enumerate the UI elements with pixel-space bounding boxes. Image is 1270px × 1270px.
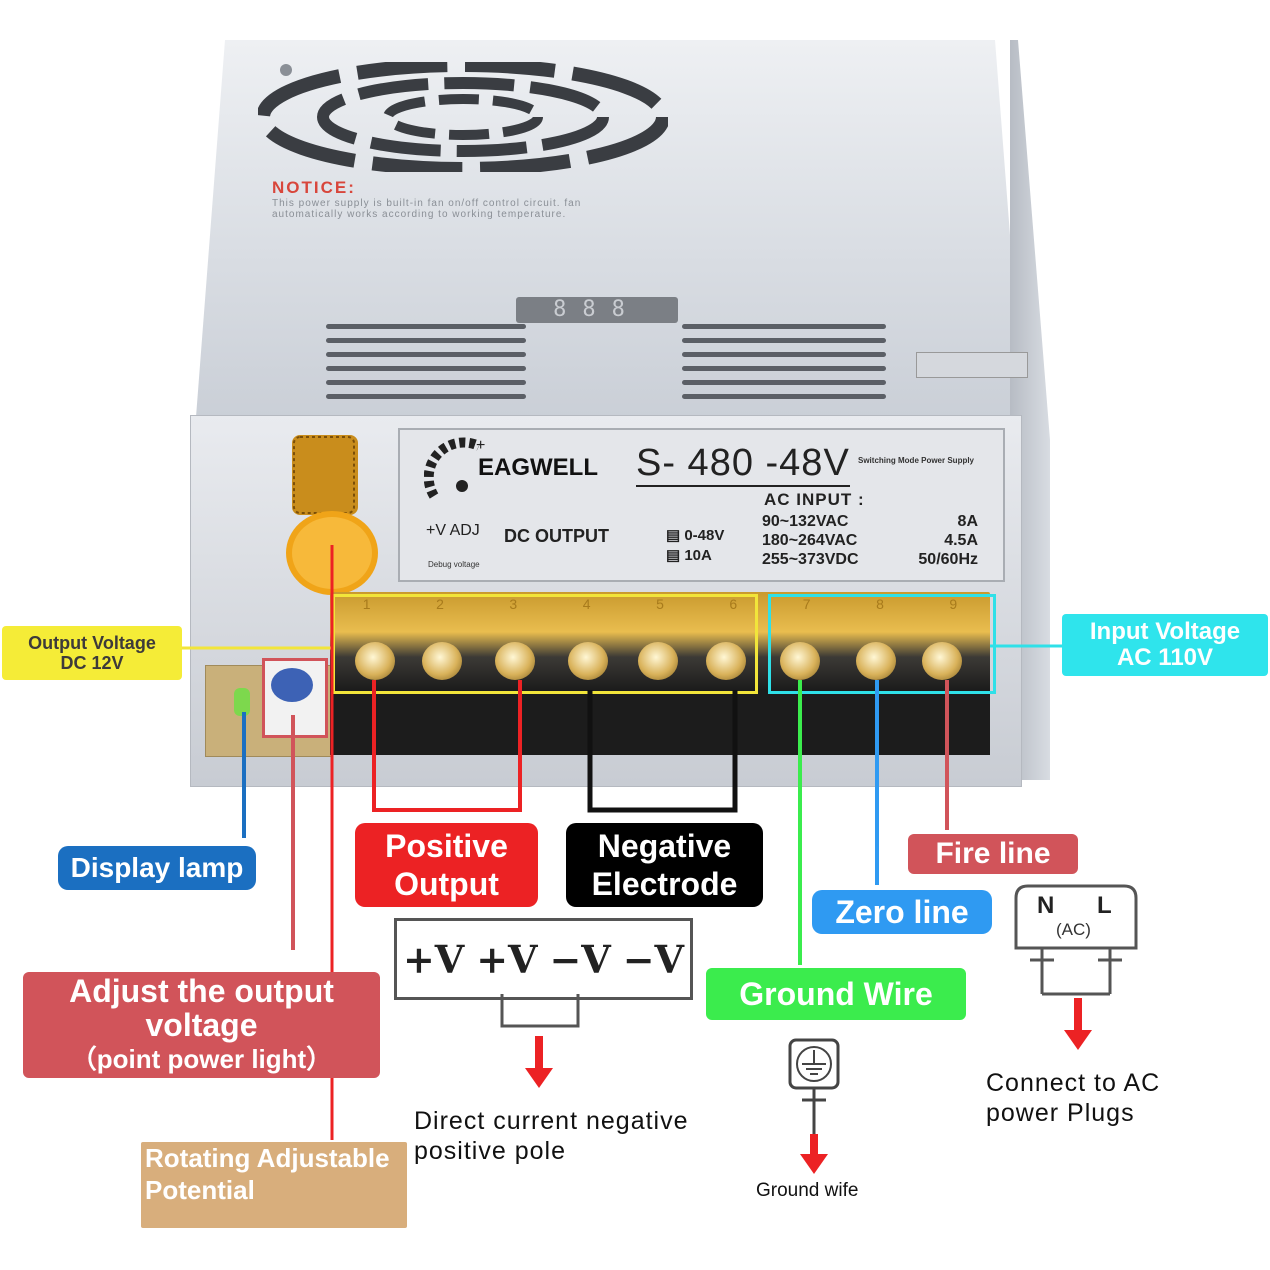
dc-pole-caption-line2: positive pole (414, 1137, 566, 1165)
terminal-screw[interactable] (355, 642, 395, 680)
adjust-output-line1: Adjust the output (69, 973, 334, 1009)
terminal-screw[interactable] (780, 642, 820, 680)
display-led (234, 688, 250, 716)
pole-minus-2: −V (622, 936, 685, 982)
output-voltage-line2: DC 12V (60, 653, 124, 673)
pole-minus-1: −V (549, 936, 611, 982)
adjust-dial-icon: + (424, 437, 485, 499)
pole-plus-2: +V (476, 936, 538, 982)
fire-line-label: Fire line (908, 834, 1078, 874)
brand-name: EAGWELL (478, 454, 598, 481)
ground-symbol-icon (788, 1038, 840, 1134)
rotating-potential-label: Rotating Adjustable Potential (141, 1142, 407, 1228)
pole-bracket (500, 994, 580, 1028)
dc-output-label: DC OUTPUT (504, 526, 609, 546)
negative-electrode-label: Negative Electrode (566, 823, 763, 907)
output-voltage-label: Output Voltage DC 12V (2, 626, 182, 680)
right-vents (682, 324, 886, 399)
terminal-screw[interactable] (495, 642, 535, 680)
positive-output-label: Positive Output (355, 823, 538, 907)
connect-ac-line2: power Plugs (986, 1099, 1135, 1127)
dc-voltage-label: ▤ 0-48V (666, 527, 725, 544)
left-vents (326, 324, 526, 399)
connect-ac-line1: Connect to AC (986, 1069, 1161, 1097)
ground-wire-label: Ground Wire (706, 968, 966, 1020)
notice-text: This power supply is built-in fan on/off… (272, 198, 582, 220)
connect-ac-caption: Connect to AC power Plugs (986, 1068, 1160, 1128)
notice-block: NOTICE: This power supply is built-in fa… (272, 178, 612, 220)
arrow-shaft (1074, 998, 1082, 1032)
dip-switch (916, 352, 1028, 378)
arrow-down-icon (525, 1068, 553, 1088)
notice-title: NOTICE: (272, 178, 356, 197)
display-lamp-label: Display lamp (58, 846, 256, 890)
negative-electrode-line2: Electrode (591, 866, 738, 902)
terminal-screw[interactable] (856, 642, 896, 680)
dc-pole-caption-line1: Direct current negative (414, 1107, 689, 1135)
output-voltage-line1: Output Voltage (28, 633, 156, 653)
terminal-base (330, 690, 990, 755)
fan-grille-icon (258, 62, 668, 172)
debug-voltage-label: Debug voltage (428, 560, 480, 569)
positive-output-line1: Positive (385, 828, 508, 864)
rotating-line1: Rotating Adjustable (145, 1143, 390, 1173)
spec-label-plate: + EAGWELL S- 480 -48V Switching Mode Pow… (398, 428, 1005, 582)
plug-n-label: N (1037, 892, 1055, 919)
dc-current-label: ▤ 10A (666, 547, 712, 564)
plug-ac-label: (AC) (1056, 920, 1091, 939)
plug-l-label: L (1097, 892, 1112, 919)
terminal-screw[interactable] (568, 642, 608, 680)
arrow-shaft (810, 1134, 818, 1156)
terminal-screw[interactable] (422, 642, 462, 680)
v-adj-label: +V ADJ (426, 522, 480, 539)
rotating-line2: Potential (145, 1175, 255, 1205)
input-voltage-line1: Input Voltage (1089, 618, 1241, 645)
adjust-output-label: Adjust the output voltage （point power l… (23, 972, 380, 1078)
arrow-shaft (535, 1036, 543, 1070)
seven-segment-display: 888 (516, 297, 678, 323)
arrow-down-icon (1064, 1030, 1092, 1050)
psu-subtitle: Switching Mode Power Supply (858, 456, 975, 465)
zero-line-label: Zero line (812, 890, 992, 934)
adjust-output-line2: voltage (145, 1007, 258, 1043)
svg-text:+: + (476, 437, 485, 454)
ac-input-title: AC INPUT : (764, 490, 865, 509)
terminal-screw[interactable] (922, 642, 962, 680)
dc-pole-box: +V +V −V −V (394, 918, 693, 1000)
terminal-screw[interactable] (638, 642, 678, 680)
adjust-output-line3: （point power light） (70, 1044, 333, 1074)
terminal-screw[interactable] (706, 642, 746, 680)
positive-output-line2: Output (394, 866, 499, 902)
arrow-down-icon (800, 1154, 828, 1174)
negative-electrode-line1: Negative (597, 828, 732, 864)
model-number: S- 480 -48V (636, 442, 850, 487)
dc-pole-caption: Direct current negative positive pole (414, 1106, 689, 1166)
pole-plus-1: +V (402, 936, 465, 982)
ground-wife-caption: Ground wife (756, 1180, 859, 1201)
input-voltage-line2: AC 110V (1116, 644, 1214, 671)
ac-terminal-highlight (768, 594, 996, 694)
ac-plug-icon (1014, 884, 1138, 996)
input-voltage-label: Input Voltage AC 110V (1062, 614, 1268, 676)
potentiometer-dial (271, 668, 313, 702)
